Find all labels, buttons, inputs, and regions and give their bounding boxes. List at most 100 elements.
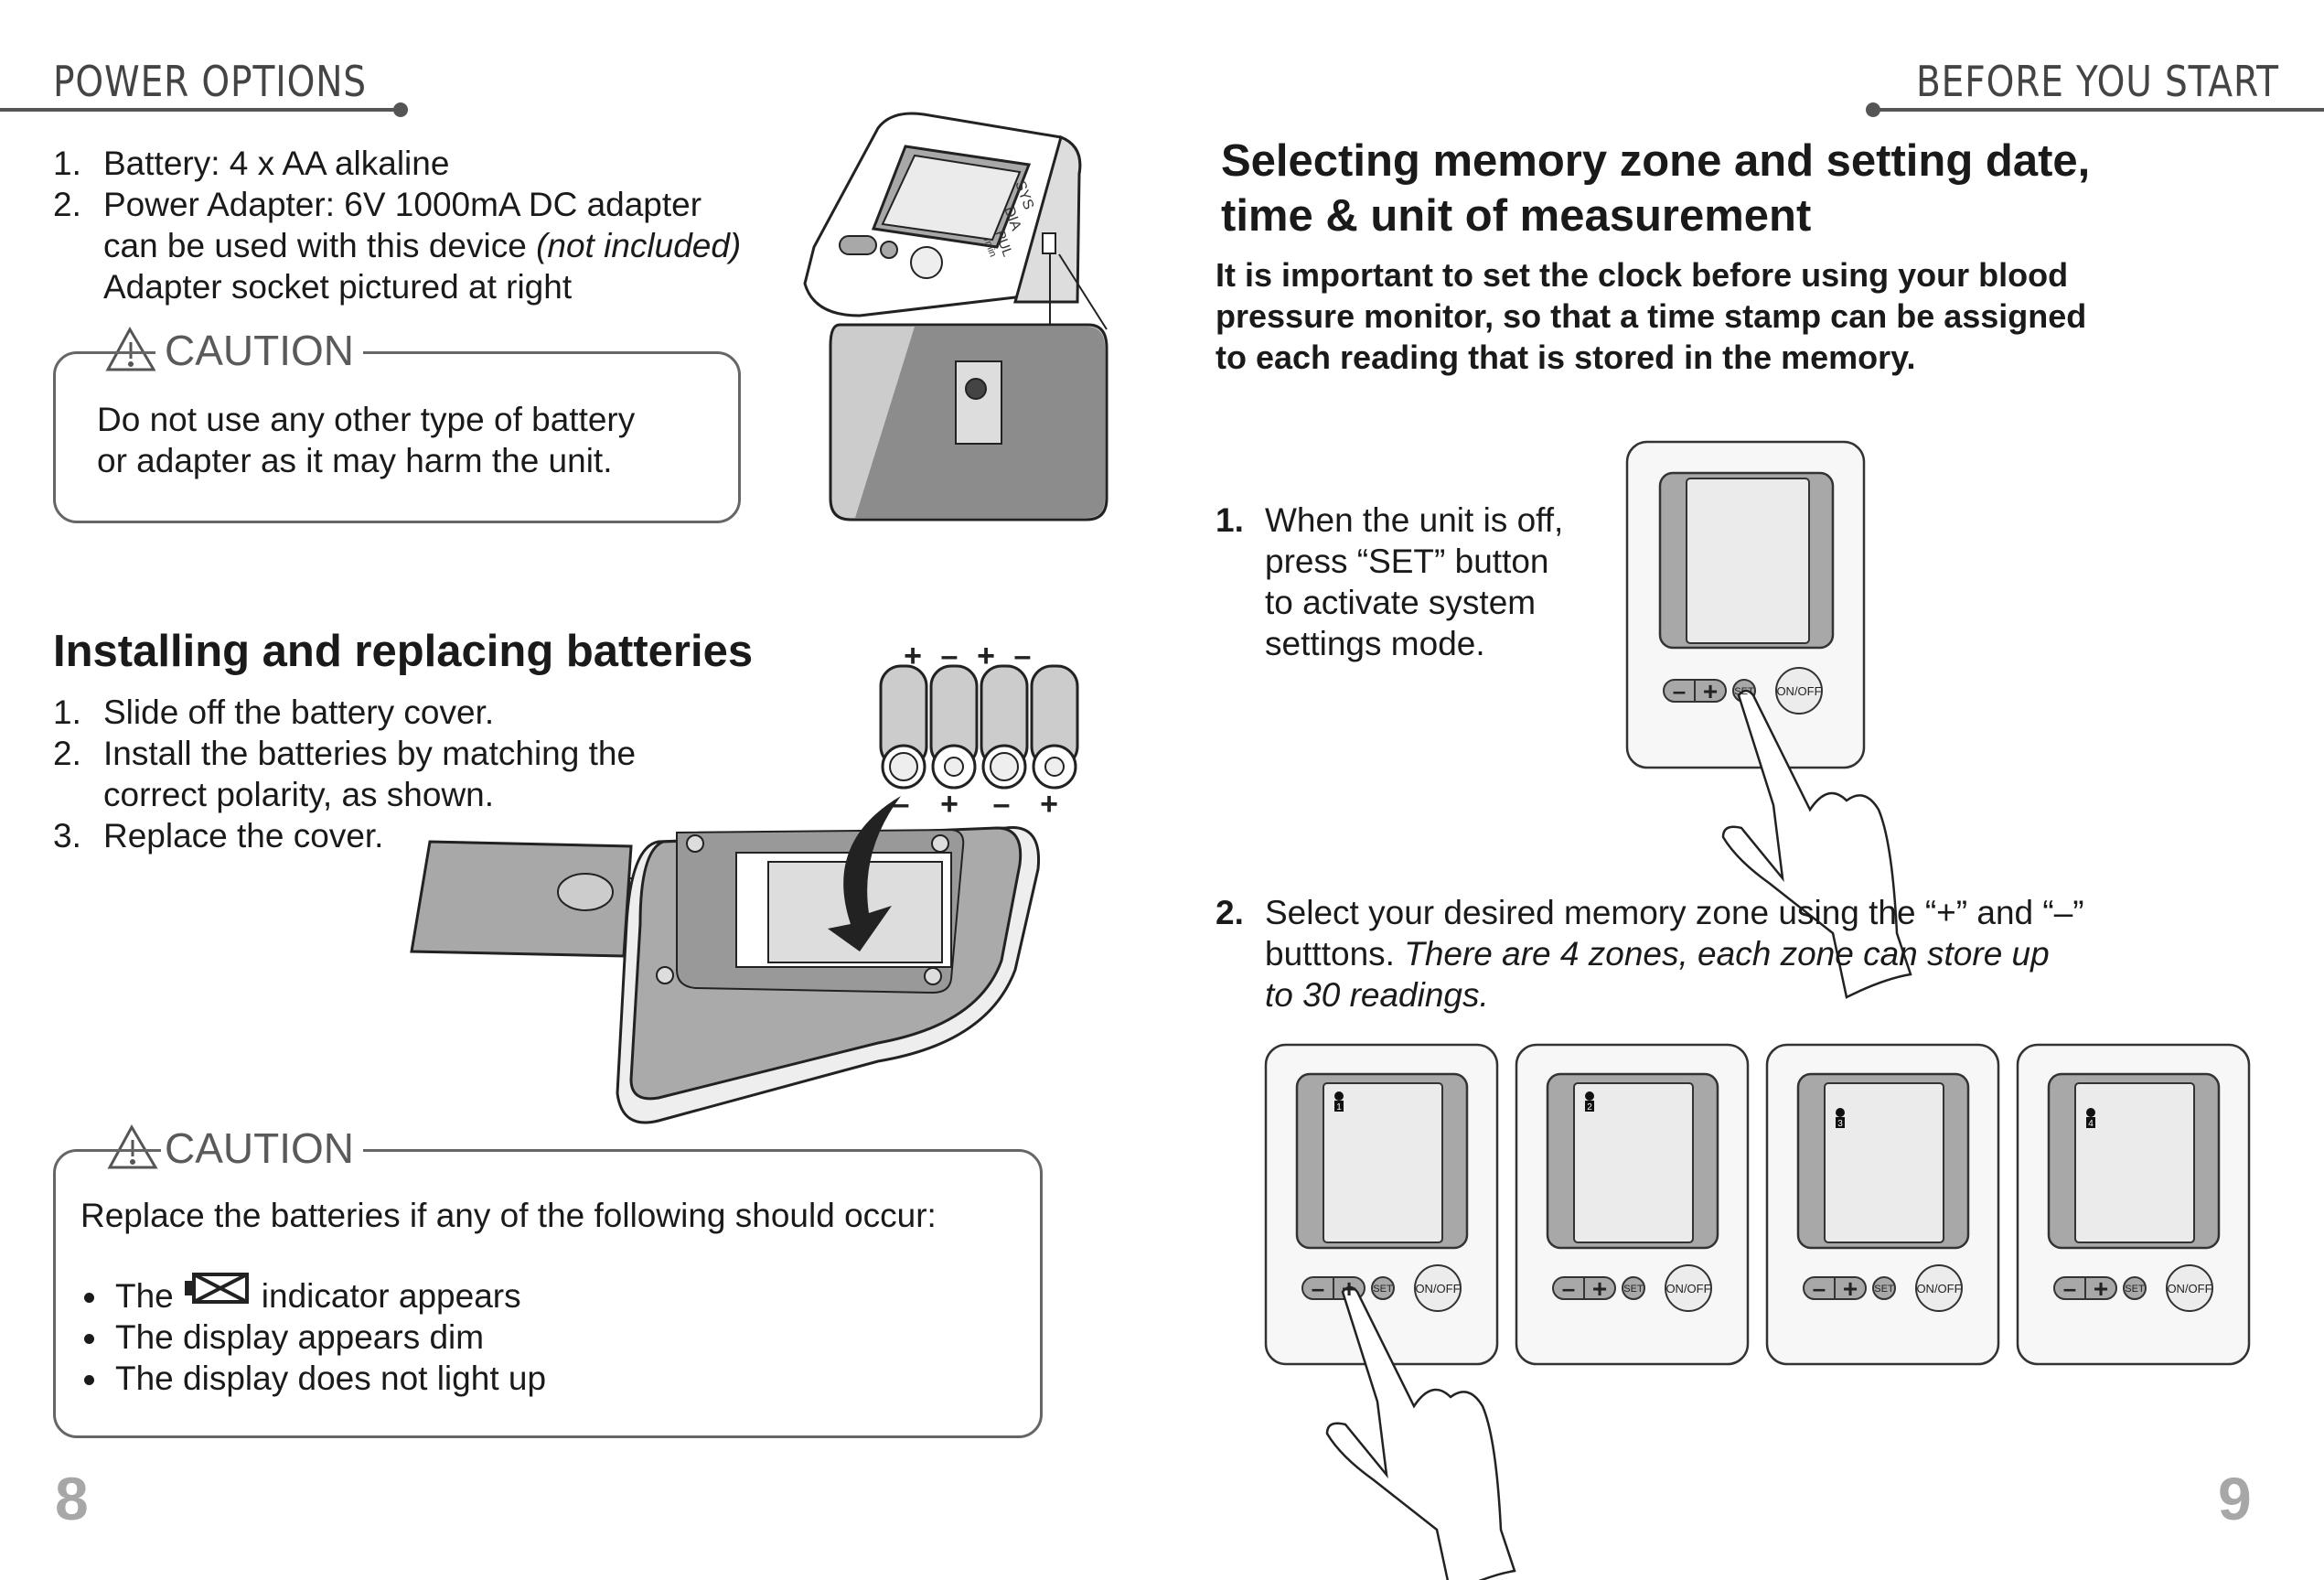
caution-text: Do not use any other type of battery or … xyxy=(97,399,635,481)
polarity-mark: – xyxy=(1014,639,1032,673)
zone-number: 2 xyxy=(1587,1102,1592,1112)
warning-icon xyxy=(105,326,156,371)
list-item: 2.Power Adapter: 6V 1000mA DC adapter xyxy=(53,184,741,225)
list-item: 3.Replace the cover. xyxy=(53,815,636,856)
display-screen xyxy=(1573,1082,1694,1243)
plus-label: + xyxy=(1342,1274,1356,1303)
page-number-right: 9 xyxy=(2218,1465,2252,1532)
onoff-label: ON/OFF xyxy=(2167,1282,2212,1295)
caution-box-adapter xyxy=(53,351,741,523)
step-2: 2. Select your desired memory zone using… xyxy=(1216,892,2084,1016)
set-label: SET xyxy=(1734,686,1754,697)
display-screen xyxy=(1824,1082,1944,1243)
bullet-text: The display appears dim xyxy=(115,1318,485,1356)
low-battery-icon xyxy=(185,1273,249,1304)
memory-zone-device: 1 xyxy=(1264,1043,1499,1366)
step-line: to activate system xyxy=(1265,584,1537,621)
onoff-label: ON/OFF xyxy=(1415,1282,1460,1295)
step-number: 1. xyxy=(1216,501,1244,539)
page-number-left: 8 xyxy=(55,1465,89,1532)
step-1: 1. When the unit is off, press “SET” but… xyxy=(1216,500,1563,664)
plus-label: + xyxy=(1592,1274,1607,1303)
item-number: 1. xyxy=(53,693,81,731)
plus-label: + xyxy=(1843,1274,1858,1303)
section-header-power-options: POWER OPTIONS xyxy=(53,57,367,106)
display-screen xyxy=(2074,1082,2195,1243)
step-note: to 30 readings. xyxy=(1265,976,1489,1014)
bullet-item: The display does not light up xyxy=(80,1358,546,1399)
onoff-label: ON/OFF xyxy=(1916,1282,1961,1295)
item-text: can be used with this device xyxy=(103,227,537,264)
battery-install-illustration: + – + – – + – + xyxy=(410,639,1079,1124)
set-device xyxy=(1625,440,1866,769)
bullet-text: The display does not light up xyxy=(115,1360,547,1397)
intro-line: to each reading that is stored in the me… xyxy=(1216,339,1916,376)
step-note: There are 4 zones, each zone can store u… xyxy=(1404,935,2050,973)
caution-title: CAUTION xyxy=(155,326,363,375)
title-line: time & unit of measurement xyxy=(1221,191,1812,241)
set-device-illustration xyxy=(1625,440,1866,769)
display-screen xyxy=(1323,1082,1443,1243)
onoff-button xyxy=(1915,1264,1963,1312)
caution-title: CAUTION xyxy=(161,1123,363,1173)
polarity-mark: + xyxy=(904,639,922,673)
title-line: Selecting memory zone and setting date, xyxy=(1221,136,2091,186)
step-line: press “SET” button xyxy=(1265,543,1549,580)
user-zone-icon: 2 xyxy=(1585,1091,1594,1112)
caution-intro: Replace the batteries if any of the foll… xyxy=(80,1197,937,1234)
battery-cover xyxy=(410,840,643,958)
minus-label: – xyxy=(2063,1274,2076,1302)
batteries-heading: Installing and replacing batteries xyxy=(53,627,754,676)
memory-zone-device: 2 xyxy=(1515,1043,1750,1366)
item-text: Battery: 4 x AA alkaline xyxy=(103,145,450,182)
minus-label: – xyxy=(1673,677,1686,704)
intro-paragraph: It is important to set the clock before … xyxy=(1216,254,2086,378)
user-zone-icon: 4 xyxy=(2086,1108,2095,1129)
caution-line: Do not use any other type of battery xyxy=(97,401,636,438)
set-button xyxy=(1371,1276,1395,1300)
intro-line: It is important to set the clock before … xyxy=(1216,256,2069,294)
bullet-text: The xyxy=(115,1277,174,1315)
display-screen xyxy=(1686,478,1810,644)
step-text: butttons. xyxy=(1265,935,1405,973)
intro-line: pressure monitor, so that a time stamp c… xyxy=(1216,297,2087,335)
list-item: can be used with this device (not includ… xyxy=(53,225,741,266)
polarity-mark: – xyxy=(993,787,1011,822)
item-text: Power Adapter: 6V 1000mA DC adapter xyxy=(103,186,702,223)
pointing-hands xyxy=(1325,689,1912,1580)
step-line: butttons. There are 4 zones, each zone c… xyxy=(1265,933,2084,974)
step-number: 2. xyxy=(1216,894,1244,931)
item-number: 3. xyxy=(53,817,81,854)
step-line: settings mode. xyxy=(1265,625,1485,662)
list-item: 2.Install the batteries by matching the xyxy=(53,733,636,774)
onoff-button xyxy=(2166,1264,2213,1312)
caution-box-batteries xyxy=(53,1149,1043,1438)
power-options-list: 1. Battery: 4 x AA alkaline 2.Power Adapt… xyxy=(53,143,741,307)
caution-line: or adapter as it may harm the unit. xyxy=(97,442,613,479)
minus-label: – xyxy=(1312,1274,1324,1302)
item-number: 1. xyxy=(53,145,81,182)
memory-zone-device: 3 xyxy=(1765,1043,2000,1366)
list-item: correct polarity, as shown. xyxy=(53,774,636,815)
left-header-rule xyxy=(0,102,408,117)
onoff-label: ON/OFF xyxy=(1665,1282,1710,1295)
set-button xyxy=(1872,1276,1896,1300)
item-number: 2. xyxy=(53,735,81,772)
right-header-rule xyxy=(1866,102,2324,117)
monitor-underside xyxy=(616,796,1041,1124)
monitor-adapter-illustration: SYS DIA PUL /min xyxy=(803,112,1108,521)
plus-label: + xyxy=(1703,677,1718,705)
item-note: (not included) xyxy=(536,227,742,264)
zone-number: 4 xyxy=(2088,1119,2094,1129)
polarity-mark: – xyxy=(893,787,910,822)
user-zone-icon: 3 xyxy=(1836,1108,1845,1129)
list-item: Adapter socket pictured at right xyxy=(53,266,741,307)
section-header-before-you-start: BEFORE YOU START xyxy=(1916,57,2279,106)
set-button xyxy=(2123,1276,2147,1300)
plus-label: + xyxy=(2094,1274,2108,1303)
list-item: 1. Battery: 4 x AA alkaline xyxy=(53,143,741,184)
